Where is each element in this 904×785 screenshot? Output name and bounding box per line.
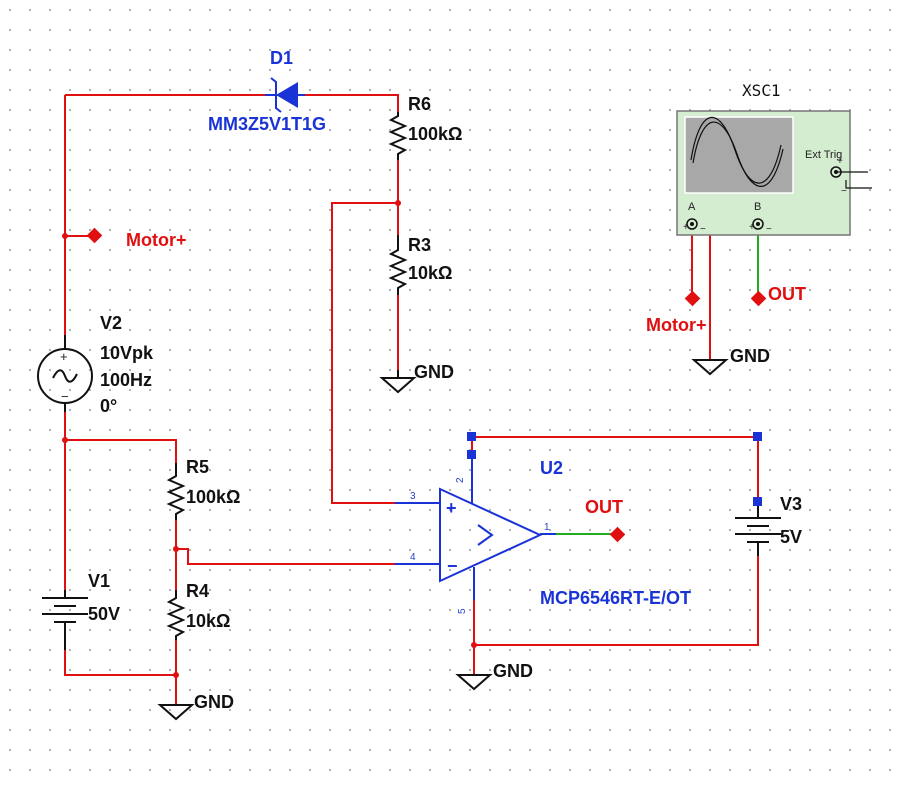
ground-left-icon — [157, 704, 195, 721]
u2-pin-plus: 3 — [410, 491, 416, 502]
net-out-opamp: OUT — [585, 497, 623, 517]
gnd-label-scope: GND — [730, 346, 770, 366]
net-out-scope: OUT — [768, 284, 806, 304]
scope-channel-a-label: A — [688, 201, 696, 213]
r4-ref: R4 — [186, 581, 209, 601]
v2-frequency: 100Hz — [100, 370, 152, 390]
pin-markers — [467, 432, 762, 506]
v3-ref: V3 — [780, 494, 802, 514]
u2-part: MCP6546RT-E/OT — [540, 588, 691, 608]
svg-text:+: + — [749, 222, 755, 233]
v2-phase: 0° — [100, 396, 117, 416]
r4-value: 10kΩ — [186, 611, 230, 631]
u2-pin-minus: 4 — [410, 552, 416, 563]
v1-value: 50V — [88, 604, 120, 624]
net-motor-left: Motor+ — [126, 230, 187, 250]
battery-v1-icon[interactable] — [42, 590, 88, 650]
ground-scope-icon — [691, 359, 729, 376]
junctions — [62, 200, 477, 678]
u2-pin-out: 1 — [544, 522, 550, 533]
r4-resistor-icon[interactable] — [166, 590, 186, 640]
scope-ref: XSC1 — [742, 81, 781, 100]
v3-value: 5V — [780, 527, 802, 547]
d1-ref: D1 — [270, 48, 293, 68]
r5-resistor-icon[interactable] — [166, 463, 186, 520]
wire-v3-vss — [474, 555, 759, 646]
svg-text:−: − — [447, 556, 458, 576]
battery-v3-icon[interactable] — [735, 506, 781, 556]
probe-motor-left[interactable] — [86, 227, 103, 244]
r3-ref: R3 — [408, 235, 431, 255]
r5-ref: R5 — [186, 457, 209, 477]
r6-resistor-icon[interactable] — [388, 112, 408, 160]
svg-text:+: + — [60, 349, 68, 364]
wire-to-minus — [176, 548, 440, 565]
svg-text:+: + — [446, 498, 457, 518]
ground-opamp-icon — [455, 674, 493, 691]
v2-ref: V2 — [100, 313, 122, 333]
net-motor-scope: Motor+ — [646, 315, 707, 335]
d1-part: MM3Z5V1T1G — [208, 114, 326, 134]
r3-resistor-icon[interactable] — [388, 235, 408, 295]
gnd-label-r3: GND — [414, 362, 454, 382]
svg-text:+: + — [683, 222, 689, 233]
scope-ext-trig-label: Ext Trig — [805, 149, 842, 161]
v2-amplitude: 10Vpk — [100, 343, 154, 363]
gnd-label-left: GND — [194, 692, 234, 712]
v1-ref: V1 — [88, 571, 110, 591]
svg-text:−: − — [61, 389, 69, 404]
u2-pin-vdd: 2 — [455, 477, 466, 483]
r3-value: 10kΩ — [408, 263, 452, 283]
ac-source-icon[interactable]: + − — [37, 335, 93, 412]
wire-top-right — [300, 94, 399, 112]
wire-to-plus — [331, 202, 440, 504]
probe-out[interactable] — [609, 526, 626, 543]
svg-text:−: − — [700, 224, 706, 235]
u2-pin-vss: 5 — [457, 608, 468, 614]
r6-value: 100kΩ — [408, 124, 462, 144]
r6-ref: R6 — [408, 94, 431, 114]
ground-r3-icon — [379, 370, 417, 394]
gnd-label-opamp: GND — [493, 661, 533, 681]
r5-value: 100kΩ — [186, 487, 240, 507]
wire-bottom-left — [64, 640, 177, 676]
wire-to-r5 — [65, 439, 177, 463]
oscilloscope-icon[interactable]: + − + − + − — [676, 110, 872, 236]
comparator-u2-icon[interactable]: + − — [395, 459, 556, 600]
scope-channel-b-label: B — [754, 201, 761, 213]
svg-text:−: − — [841, 186, 847, 197]
u2-ref: U2 — [540, 458, 563, 478]
zener-diode-icon[interactable] — [265, 77, 305, 113]
svg-text:−: − — [766, 224, 772, 235]
svg-text:+: + — [837, 156, 843, 167]
